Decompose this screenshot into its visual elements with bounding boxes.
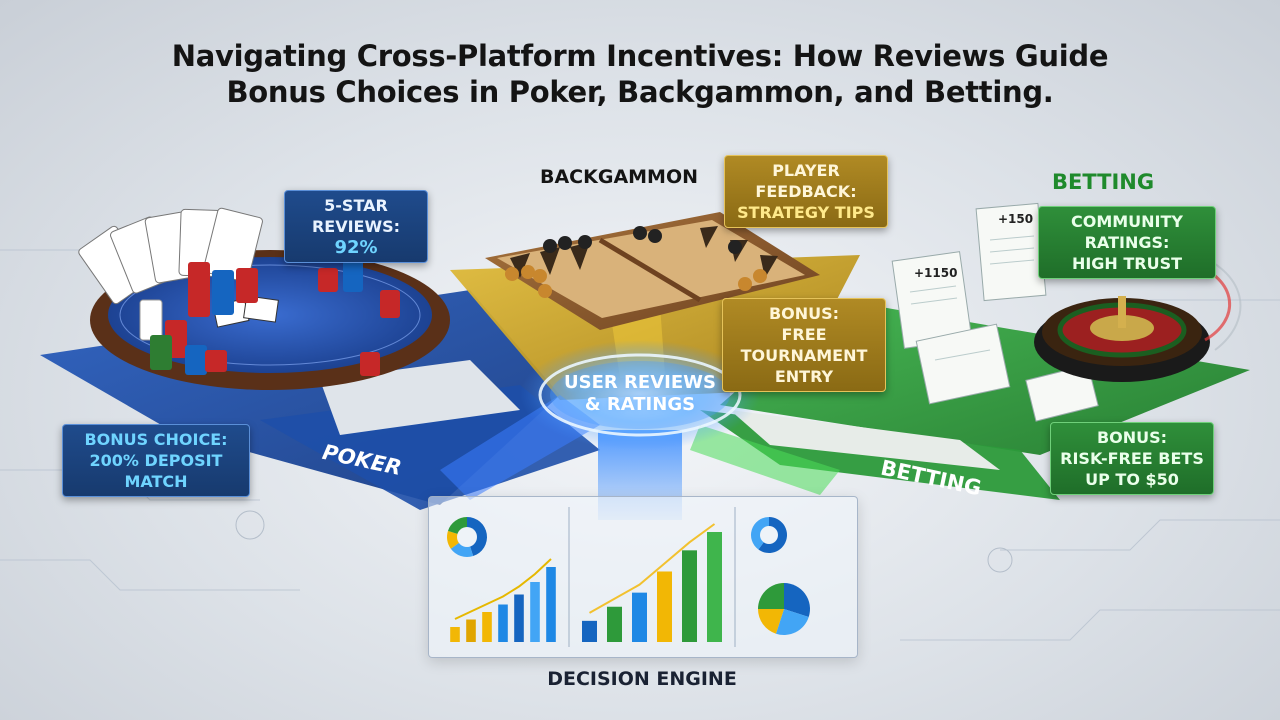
pie-slice — [784, 583, 810, 618]
donut-hole — [457, 527, 477, 547]
poker-reviews-label: 5-STAR REVIEWS: — [311, 196, 401, 236]
bar — [707, 532, 722, 642]
backgammon-bonus-value-2: ENTRY — [774, 367, 834, 386]
odds-label-b: +1150 — [914, 266, 958, 280]
pie-chart-3 — [758, 583, 810, 635]
bar-chart-2 — [582, 523, 722, 642]
poker-reviews-callout: 5-STAR REVIEWS: 92% — [284, 190, 428, 263]
backgammon-feedback-callout: PLAYER FEEDBACK: STRATEGY TIPS — [724, 155, 888, 228]
bar — [546, 567, 556, 642]
betting-slips — [891, 202, 1099, 422]
betting-ratings-label: COMMUNITY RATINGS: — [1070, 212, 1184, 252]
bar — [530, 582, 540, 642]
poker-bonus-label: BONUS CHOICE: — [84, 430, 228, 449]
decision-engine-dashboard — [428, 496, 858, 658]
hub-line-2: & RATINGS — [584, 394, 696, 415]
betting-ratings-value: HIGH TRUST — [1071, 254, 1183, 273]
donut-chart-2 — [751, 517, 787, 553]
bar — [582, 620, 597, 642]
title-line-2: Bonus Choices in Poker, Backgammon, and … — [226, 75, 1054, 109]
poker-chips — [139, 248, 400, 376]
bar — [632, 592, 647, 642]
bar — [514, 594, 524, 642]
bar — [498, 604, 508, 642]
roulette-wheel — [1034, 249, 1242, 382]
bar — [482, 612, 492, 642]
backgammon-feedback-value: STRATEGY TIPS — [737, 203, 875, 222]
pie-slice — [447, 530, 467, 549]
bar — [466, 619, 476, 642]
odds-label-a: +150 — [998, 212, 1034, 226]
betting-label: BETTING — [1052, 170, 1155, 194]
poker-reviews-value: 92% — [334, 237, 378, 258]
bar — [682, 550, 697, 642]
bar — [450, 627, 460, 642]
backgammon-label: BACKGAMMON — [540, 166, 699, 188]
page-title: Navigating Cross-Platform Incentives: Ho… — [0, 38, 1280, 110]
betting-bonus-value-1: RISK-FREE BETS — [1060, 449, 1204, 468]
trend-line — [589, 523, 716, 614]
pie-slice — [775, 609, 809, 635]
hub-label: USER REVIEWS & RATINGS — [540, 372, 740, 416]
betting-ratings-callout: COMMUNITY RATINGS: HIGH TRUST — [1038, 206, 1216, 279]
backgammon-bonus-callout: BONUS: FREE TOURNAMENT ENTRY — [722, 298, 886, 392]
betting-bonus-label: BONUS: — [1096, 428, 1168, 447]
pie-chart-1 — [447, 517, 487, 557]
trend-line — [454, 558, 552, 620]
hub-line-1: USER REVIEWS — [564, 372, 716, 393]
backgammon-board — [485, 212, 820, 330]
decision-engine-label: DECISION ENGINE — [547, 668, 737, 690]
backgammon-feedback-label: PLAYER FEEDBACK: — [755, 161, 857, 201]
betting-bonus-value-2: UP TO $50 — [1085, 470, 1179, 489]
playing-cards — [78, 207, 263, 305]
backgammon-bonus-label: BONUS: — [768, 304, 840, 323]
bar — [607, 606, 622, 642]
bar — [657, 571, 672, 642]
bar-chart-1 — [450, 558, 556, 642]
poker-bonus-callout: BONUS CHOICE: 200% DEPOSIT MATCH — [62, 424, 250, 497]
donut-hole — [760, 526, 778, 544]
pie-slice — [758, 609, 784, 634]
backgammon-bonus-value-1: FREE TOURNAMENT — [740, 325, 868, 365]
dashboard-charts — [447, 507, 810, 647]
title-line-1: Navigating Cross-Platform Incentives: Ho… — [171, 39, 1109, 73]
pie-slice — [758, 583, 784, 609]
pie-slice — [751, 517, 769, 550]
hub-glow — [520, 340, 760, 450]
poker-bonus-value: 200% DEPOSIT MATCH — [89, 451, 223, 491]
pie-slice — [467, 517, 487, 557]
betting-bonus-callout: BONUS: RISK-FREE BETS UP TO $50 — [1050, 422, 1214, 495]
